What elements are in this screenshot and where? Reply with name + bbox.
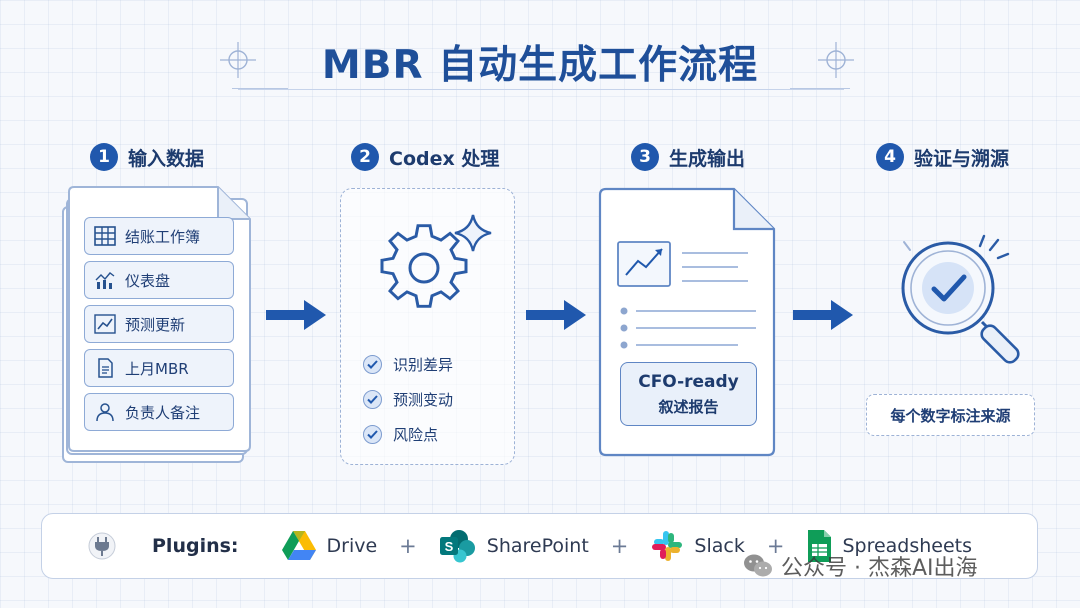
step-number-1: 1 [90,143,118,171]
verification-badge: 每个数字标注来源 [866,394,1035,436]
input-item-dashboard: 仪表盘 [84,261,234,299]
plugin-label: SharePoint [486,535,589,557]
document-icon [98,358,113,378]
plugin-bar [41,513,1038,579]
check-item-forecast-changes: 预测变动 [363,389,453,410]
page-title: MBR 自动生成工作流程 [321,43,759,88]
input-item-label: 预测更新 [125,315,186,334]
magnifier-check-icon [901,234,1020,364]
input-item-label: 负责人备注 [125,403,201,422]
input-item-label: 仪表盘 [125,271,171,290]
bar-chart-icon [95,272,115,289]
crosshair-left-icon [220,42,256,78]
plugin-drive[interactable]: Drive [281,530,378,562]
check-item-label: 风险点 [393,426,439,444]
plugin-label: Spreadsheets [842,535,973,557]
step-label-4: 验证与溯源 [914,147,1010,170]
plugin-separator: + [766,534,785,558]
flow-arrow-3-icon [793,300,853,330]
check-item-label: 识别差异 [393,356,454,374]
input-item-owner-notes: 负责人备注 [84,393,234,431]
step-label-3: 生成输出 [669,147,746,170]
check-icon [363,355,382,374]
svg-text:S: S [444,539,453,554]
plugin-sharepoint[interactable]: S SharePoint [439,529,589,563]
step-number-3: 3 [631,143,659,171]
watermark: 公众号 · 杰森AI出海 [743,550,978,582]
input-item-forecast: 预测更新 [84,305,234,343]
report-output-label: CFO-ready 叙述报告 [620,362,757,426]
check-icon [363,390,382,409]
person-icon [96,403,114,422]
step-label-1: 输入数据 [128,147,205,170]
watermark-text: 公众号 · 杰森AI出海 [781,556,978,581]
check-icon [363,425,382,444]
input-item-label: 上月MBR [125,359,189,378]
step-header-2: 2 Codex 处理 [351,143,499,171]
report-subtitle: 叙述报告 [658,397,719,416]
input-item-close-workbook: 结账工作簿 [84,217,234,255]
trend-line-icon [94,314,116,334]
sparkle-icon [454,214,492,252]
google-sheets-icon [808,530,832,562]
flow-arrow-2-icon [526,300,586,330]
title-rule-left [232,88,288,89]
wechat-icon [744,554,772,577]
plugin-slack[interactable]: Slack [650,529,745,563]
plugin-list: Plugins: Drive + S SharePoint + [152,528,972,564]
input-item-label: 结账工作簿 [125,227,201,246]
gear-icon [380,224,468,308]
plugin-label: Slack [694,535,745,557]
title-baseline [238,89,844,90]
plugin-spreadsheets[interactable]: Spreadsheets [806,529,972,563]
input-item-last-mbr: 上月MBR [84,349,234,387]
step-header-1: 1 输入数据 [90,143,204,171]
step-header-3: 3 生成输出 [631,143,745,171]
plugins-label: Plugins: [152,535,239,557]
check-item-label: 预测变动 [393,391,454,409]
flow-arrow-1-icon [266,300,326,330]
step-number-2: 2 [351,143,379,171]
spreadsheet-icon [94,226,116,246]
report-title: CFO-ready [638,371,739,392]
check-item-risks: 风险点 [363,424,438,445]
title-rule-right [790,88,850,89]
crosshair-right-icon [818,42,854,78]
sharepoint-icon: S [439,530,475,563]
step-label-2: Codex 处理 [389,147,500,170]
plugin-separator: + [610,534,629,558]
check-item-differences: 识别差异 [363,354,453,375]
step-number-4: 4 [876,143,904,171]
plug-icon [88,532,116,560]
step-header-4: 4 验证与溯源 [876,143,1009,171]
plugin-separator: + [399,534,417,558]
google-drive-icon [281,531,316,560]
plugin-label: Drive [326,535,378,557]
slack-icon [652,531,683,561]
